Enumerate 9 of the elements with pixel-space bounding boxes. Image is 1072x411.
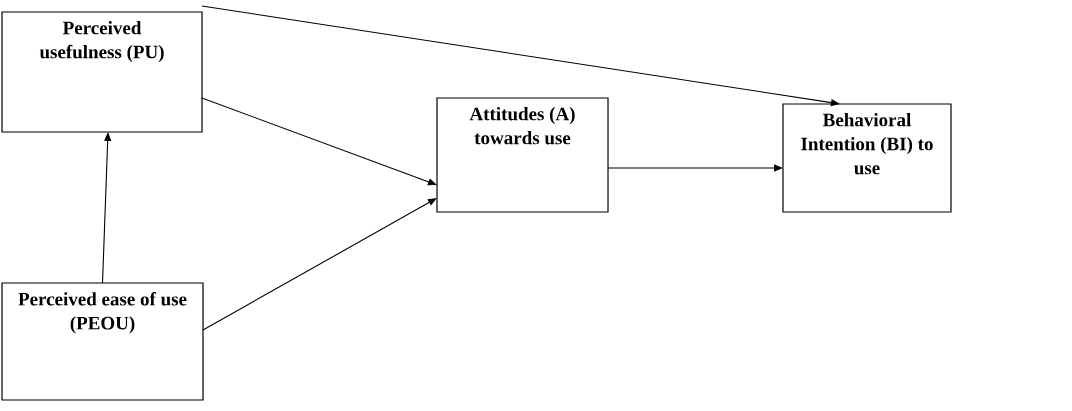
concept-box: Attitudes (A) towards use <box>436 97 609 213</box>
arrow <box>202 198 437 331</box>
concept-box: Perceived ease of use (PEOU) <box>1 282 204 401</box>
arrow <box>201 5 840 107</box>
arrow <box>607 164 783 172</box>
concept-box: Behavioral Intention (BI) to use <box>782 103 952 213</box>
concept-box: Perceived usefulness (PU) <box>1 11 203 133</box>
arrow <box>101 132 112 284</box>
arrow <box>201 97 437 186</box>
